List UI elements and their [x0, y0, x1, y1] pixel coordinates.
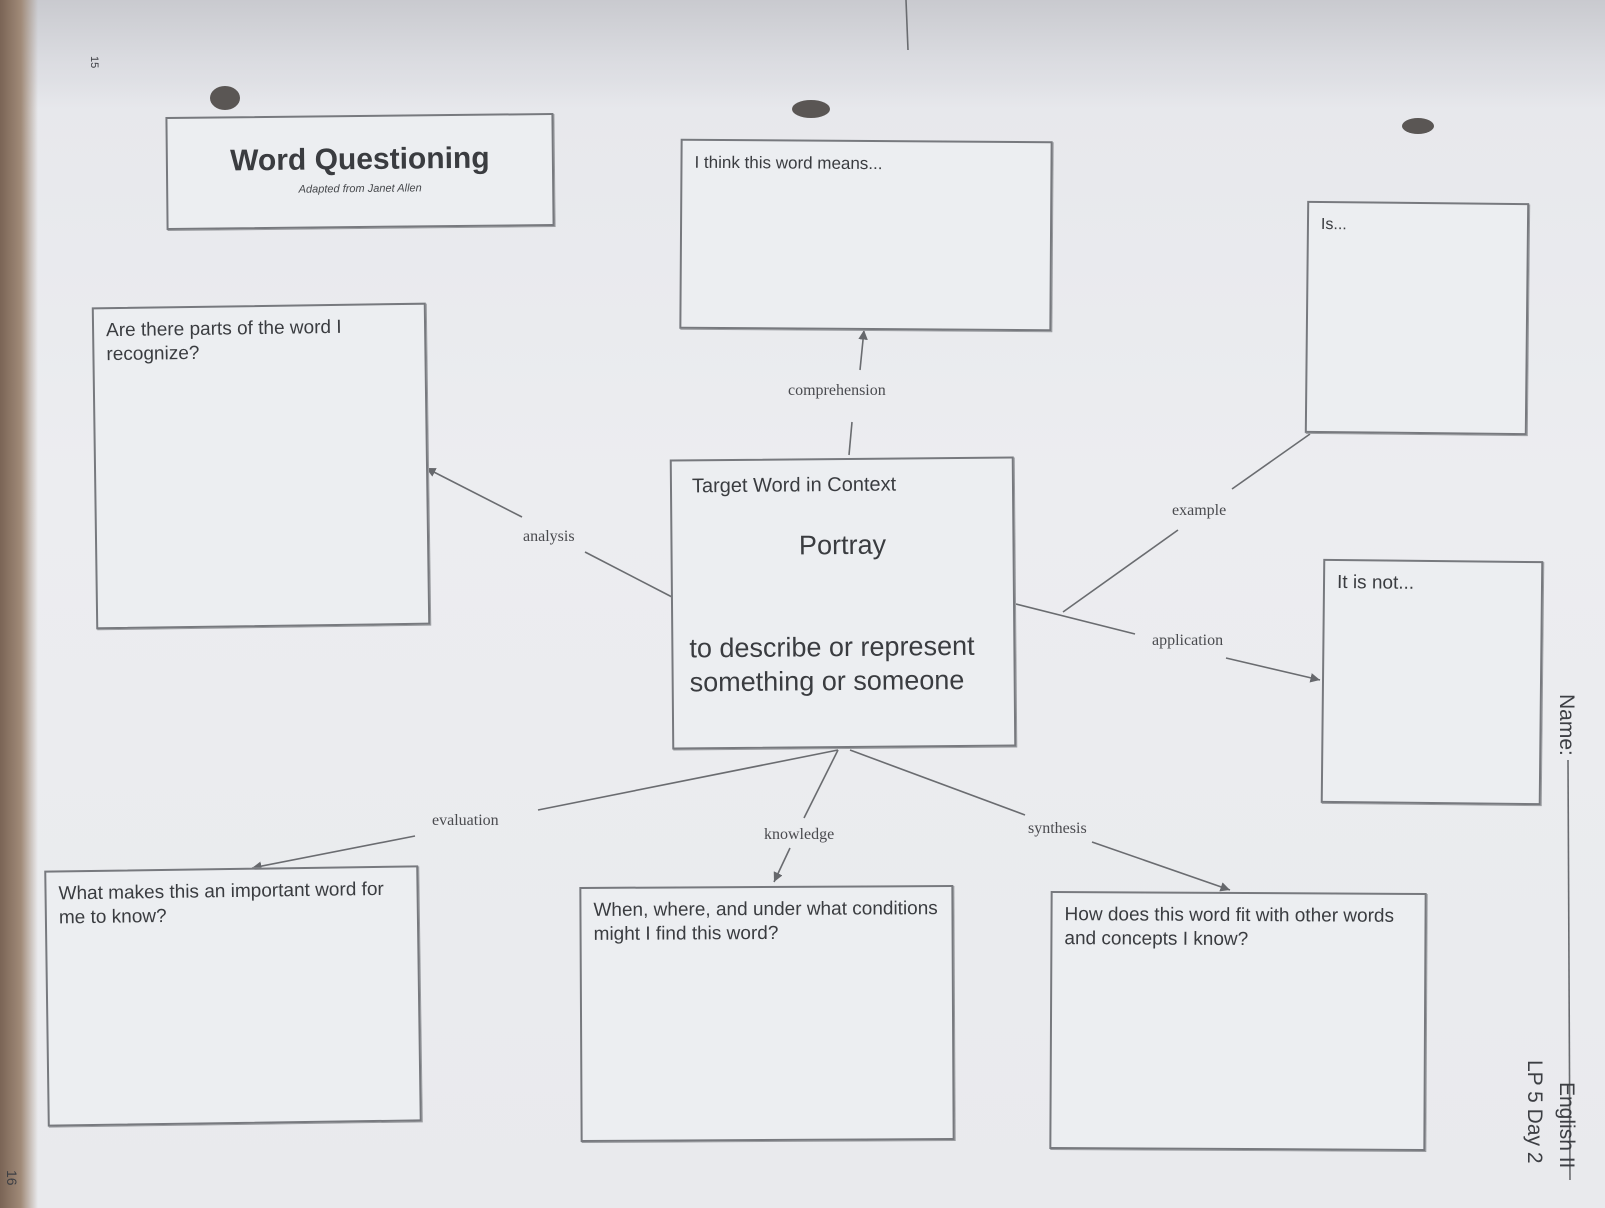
lesson-label: LP 5 Day 2 [1523, 1060, 1546, 1164]
think-means-prompt: I think this word means... [694, 152, 883, 174]
evaluation-label: evaluation [432, 812, 499, 829]
worksheet-title: Word Questioning [229, 141, 490, 178]
worksheet-subtitle: Adapted from Janet Allen [298, 182, 422, 196]
is-not-box[interactable]: It is not... [1320, 558, 1544, 806]
page-fold-shadow [0, 0, 1605, 110]
word-fit-box[interactable]: How does this word fit with other words … [1049, 891, 1427, 1151]
important-word-prompt: What makes this an important word for me… [58, 878, 384, 929]
when-where-box[interactable]: When, where, and under what conditions m… [579, 885, 955, 1142]
when-where-prompt: When, where, and under what conditions m… [593, 898, 938, 945]
binder-edge [0, 0, 38, 1208]
example-label: example [1172, 502, 1227, 519]
application-label: application [1152, 632, 1224, 649]
important-word-box[interactable]: What makes this an important word for me… [44, 865, 422, 1127]
target-definition: to describe or represent something or so… [689, 630, 975, 698]
analysis-label: analysis [523, 528, 575, 545]
binder-hole [792, 100, 830, 118]
word-fit-prompt: How does this word fit with other words … [1064, 904, 1395, 951]
word-parts-prompt: Are there parts of the word I recognize? [105, 316, 342, 366]
target-word: Portray [798, 529, 887, 561]
binder-hole [1402, 118, 1434, 134]
knowledge-label: knowledge [764, 826, 835, 843]
is-prompt: Is... [1320, 215, 1347, 234]
binder-hole [210, 86, 240, 110]
top-page-mark: 15 [88, 56, 100, 69]
course-label: English II [1555, 1082, 1578, 1169]
target-word-box: Target Word in Context Portray to descri… [669, 456, 1017, 750]
title-box: Word Questioning Adapted from Janet Alle… [165, 112, 555, 231]
comprehension-label: comprehension [788, 382, 886, 399]
page-number: 16 [4, 1170, 20, 1186]
synthesis-label: synthesis [1028, 820, 1087, 837]
is-box[interactable]: Is... [1304, 200, 1530, 436]
think-means-box[interactable]: I think this word means... [679, 138, 1053, 332]
word-parts-box[interactable]: Are there parts of the word I recognize? [91, 302, 431, 630]
name-label: Name: [1555, 694, 1578, 756]
is-not-prompt: It is not... [1336, 572, 1415, 594]
target-word-label: Target Word in Context [691, 473, 897, 498]
